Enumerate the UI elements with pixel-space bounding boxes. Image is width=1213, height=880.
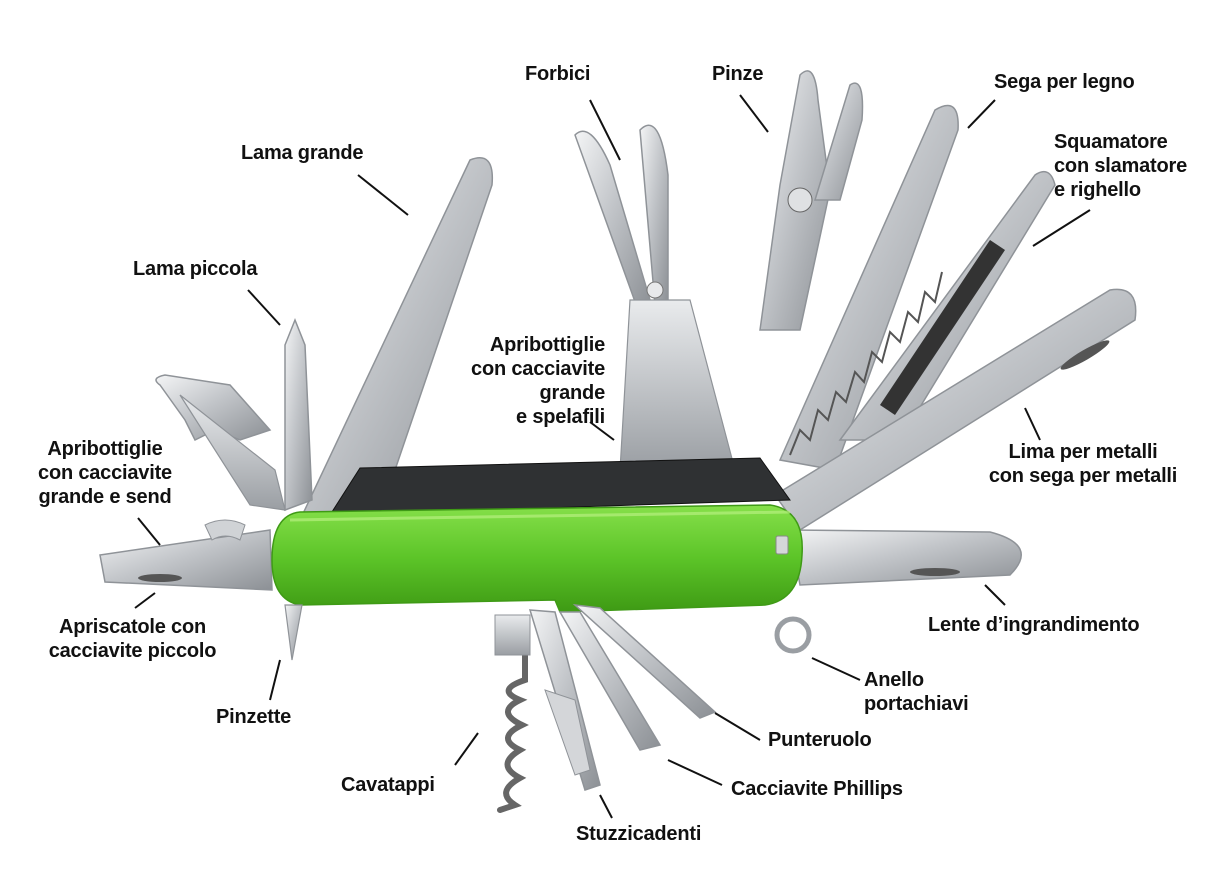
key-ring <box>774 616 812 654</box>
scissors-blade-2 <box>639 124 669 307</box>
label-squamatore: Squamatore con slamatore e righello <box>1054 131 1188 201</box>
label-cavatappi: Cavatappi <box>341 774 435 796</box>
label-lama-grande: Lama grande <box>241 142 364 164</box>
tweezers <box>284 604 303 661</box>
label-punteruolo: Punteruolo <box>768 729 872 751</box>
magnifier-tool <box>789 529 1022 586</box>
awl-tool <box>572 603 717 719</box>
label-apriscatole: Apriscatole con cacciavite piccolo <box>48 616 217 662</box>
label-forbici: Forbici <box>525 63 591 85</box>
label-pinzette: Pinzette <box>216 706 292 728</box>
label-stuzzicadenti: Stuzzicadenti <box>576 823 702 845</box>
label-lente: Lente d’ingrandimento <box>928 614 1140 636</box>
large-blade <box>298 157 494 521</box>
label-apribottiglie-sx: Apribottiglie con cacciavite grande e se… <box>38 438 172 508</box>
can-opener <box>99 529 273 591</box>
label-pinze: Pinze <box>712 63 764 85</box>
phillips-tool <box>558 611 662 751</box>
label-anello: Anello portachiavi <box>864 669 969 715</box>
label-sega-legno: Sega per legno <box>994 71 1135 93</box>
label-lima: Lima per metalli con sega per metalli <box>988 441 1178 487</box>
metal-file <box>773 288 1137 532</box>
wood-saw <box>778 104 959 471</box>
label-apribottiglie-centro: Apribottiglie con cacciavite grande e sp… <box>471 334 605 428</box>
small-blade-tool <box>284 317 313 512</box>
leader-lines <box>134 94 1091 819</box>
label-lama-piccola: Lama piccola <box>133 258 258 280</box>
corkscrew <box>497 617 529 813</box>
scissors-blade-1 <box>574 130 651 312</box>
label-phillips: Cacciavite Phillips <box>731 778 903 800</box>
knife-handle <box>271 504 803 613</box>
